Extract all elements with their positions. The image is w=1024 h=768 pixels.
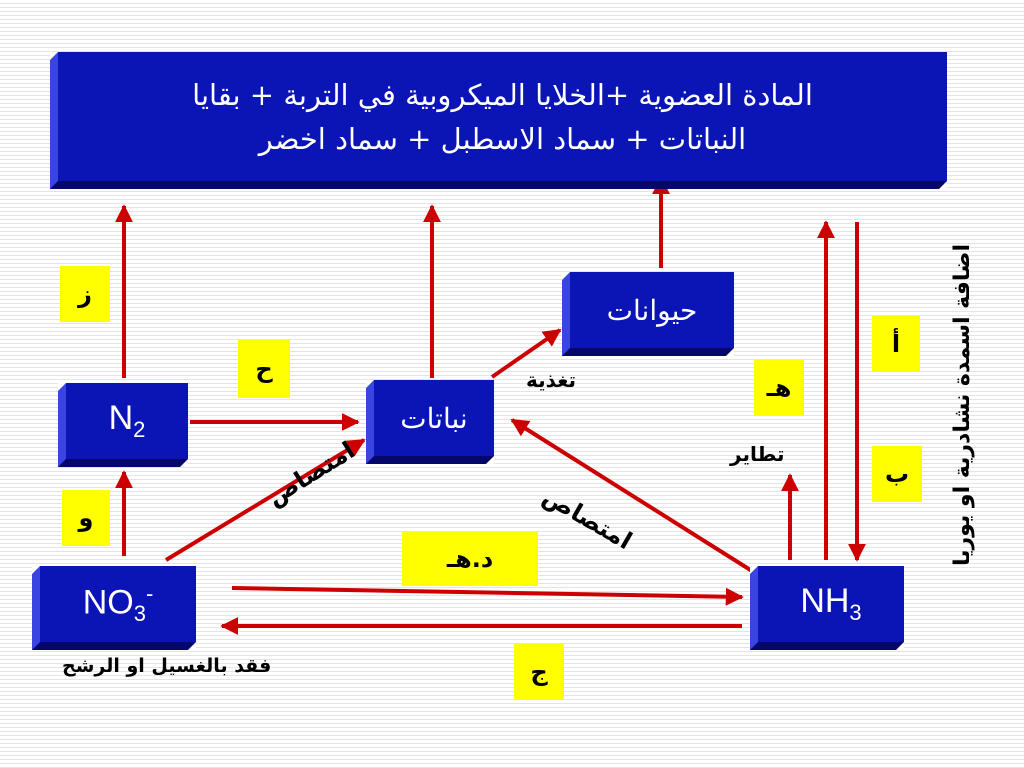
organic-matter-box: المادة العضوية +الخلايا الميكروبية في ال… (50, 52, 947, 189)
label-b: ب (872, 446, 922, 502)
label-j: ج (514, 644, 564, 700)
no3-box: NO3- (32, 566, 196, 650)
n2-box: N2 (58, 383, 188, 467)
label-w: و (62, 490, 110, 546)
label-he: هـ (754, 360, 804, 416)
label-a: أ (872, 316, 920, 372)
organic-matter-line-2: النباتات + سماد الاسطبل + سماد اخضر (258, 121, 747, 156)
animals-label: حيوانات (606, 293, 698, 327)
arrow-plants-to-animals (490, 328, 562, 379)
feeding-label: تغذية (526, 368, 576, 392)
nh3-label: NH3 (800, 582, 862, 625)
label-z: ز (60, 266, 110, 322)
label-dhe: د.هـ (402, 532, 538, 586)
leaching-label: فقد بالغسيل او الرشح (62, 655, 272, 677)
volatilization-label: تطاير (730, 442, 785, 466)
animals-box: حيوانات (562, 272, 734, 356)
label-h: ح (238, 340, 290, 398)
nh3-box: NH3 (750, 566, 904, 650)
organic-matter-line-1: المادة العضوية +الخلايا الميكروبية في ال… (192, 77, 813, 112)
n2-label: N2 (108, 399, 146, 442)
fertilizer-label: اضافة اسمدة نشادرية او يوريا (950, 244, 975, 566)
arrow-nh3-to-plants (510, 418, 762, 578)
plants-label: نباتات (400, 401, 468, 435)
arrow-no3-to-nh3 (231, 586, 744, 606)
no3-label: NO3- (82, 580, 154, 627)
plants-box: نباتات (366, 380, 494, 464)
arrow-no3-to-plants (164, 438, 366, 562)
